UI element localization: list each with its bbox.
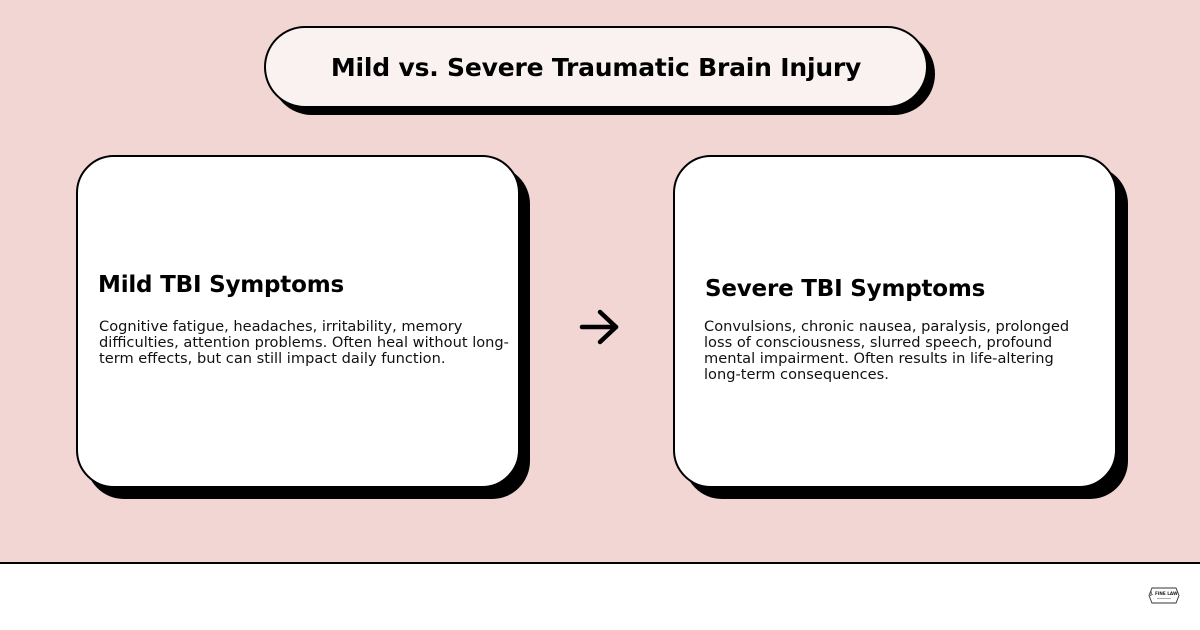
firm-logo: J. FINE LAW bbox=[1148, 587, 1180, 604]
logo-text: J. FINE LAW bbox=[1149, 591, 1178, 596]
footer-bar bbox=[0, 562, 1200, 630]
severe-card-heading: Severe TBI Symptoms bbox=[705, 276, 986, 302]
severe-tbi-card: Severe TBI Symptoms Convulsions, chronic… bbox=[673, 155, 1117, 488]
page-title: Mild vs. Severe Traumatic Brain Injury bbox=[330, 52, 862, 82]
slide-canvas: Mild vs. Severe Traumatic Brain Injury M… bbox=[0, 0, 1200, 562]
mild-card-body: Cognitive fatigue, headaches, irritabili… bbox=[99, 318, 509, 367]
mild-card-heading: Mild TBI Symptoms bbox=[98, 272, 344, 298]
severe-card-body: Convulsions, chronic nausea, paralysis, … bbox=[704, 318, 1070, 383]
mild-tbi-card: Mild TBI Symptoms Cognitive fatigue, hea… bbox=[76, 155, 520, 488]
arrow-right-icon bbox=[579, 309, 619, 345]
title-pill: Mild vs. Severe Traumatic Brain Injury bbox=[264, 26, 928, 108]
